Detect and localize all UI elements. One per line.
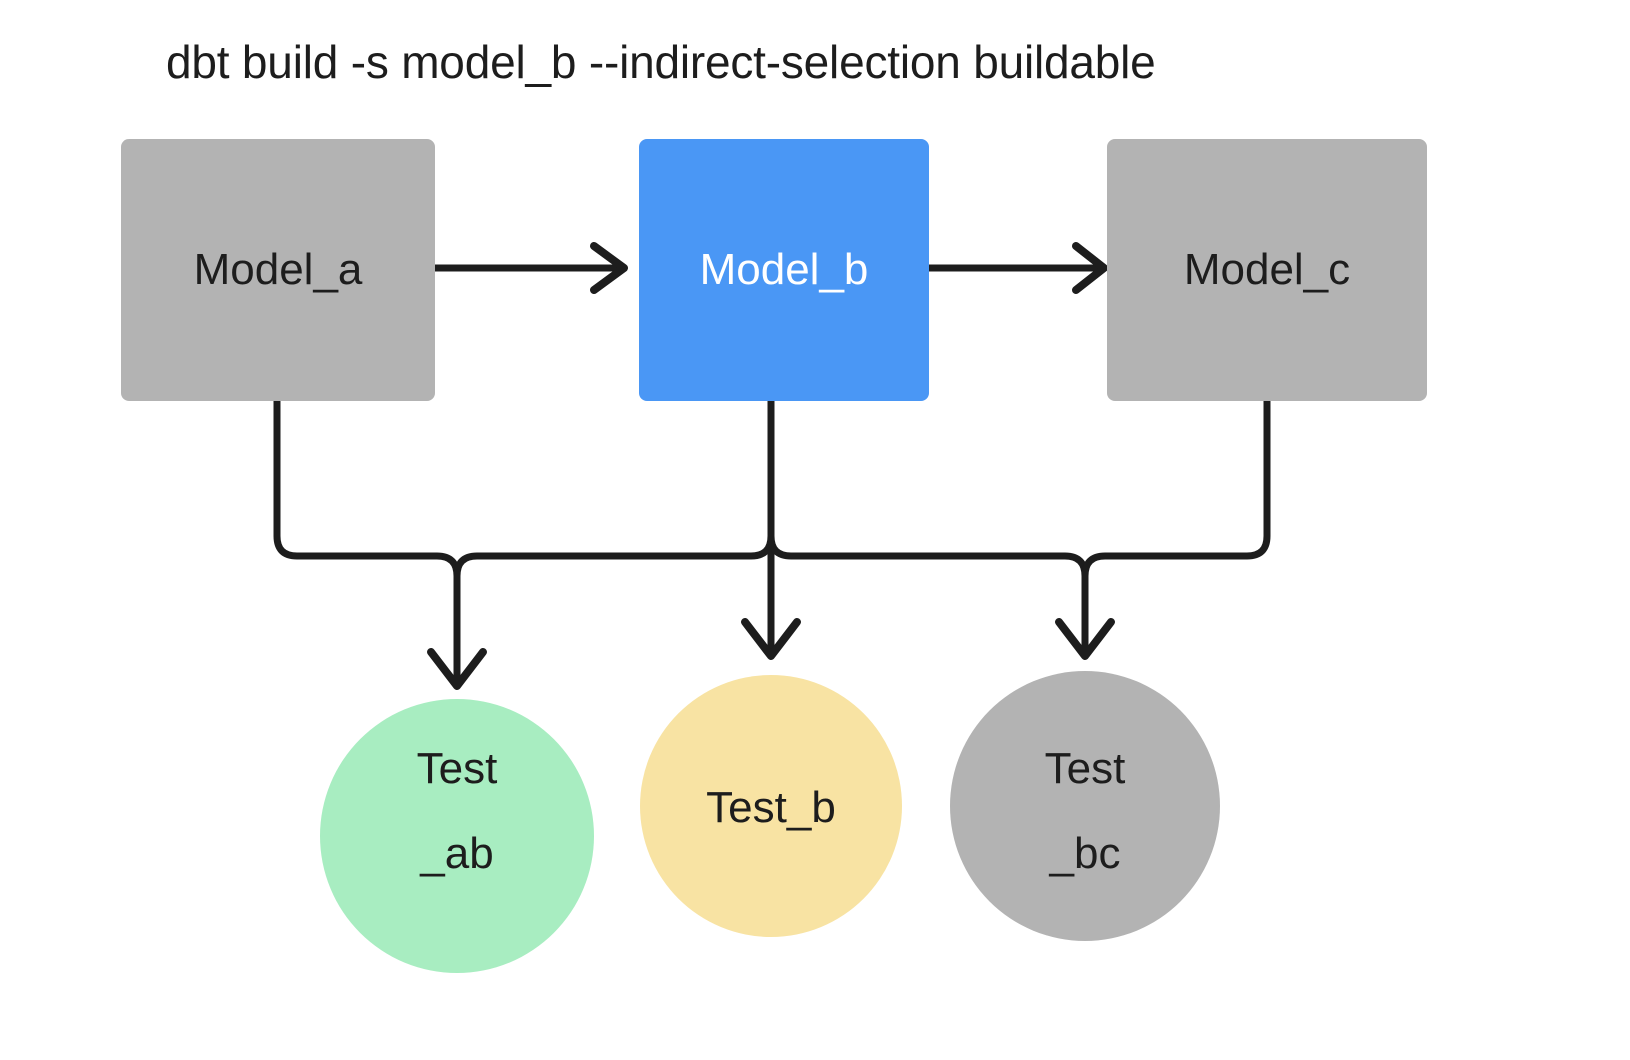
- edge-model_a-to-model_b: [431, 242, 628, 294]
- test_ab-label-line2: _ab: [419, 829, 493, 878]
- model_a-rect[interactable]: [121, 139, 435, 401]
- model_b-label: Model_b: [700, 245, 869, 294]
- test_ab-circle[interactable]: [320, 699, 594, 973]
- edge-model_c-to-test_bc: [1081, 397, 1271, 654]
- test_b-circle[interactable]: [640, 675, 902, 937]
- model_b-rect[interactable]: [639, 139, 929, 401]
- test_bc-label-line1: Test: [1045, 744, 1126, 793]
- model-node-model_a[interactable]: Model_a: [121, 139, 435, 401]
- edge-model_a-to-test_ab: [273, 397, 461, 684]
- model-node-model_b[interactable]: Model_b: [639, 139, 929, 401]
- model-node-model_c[interactable]: Model_c: [1107, 139, 1427, 401]
- test_bc-label-line2: _bc: [1049, 829, 1121, 878]
- model_c-rect[interactable]: [1107, 139, 1427, 401]
- arrowhead-test_ab: [427, 648, 487, 690]
- edge-model_b-to-test_ab: [453, 397, 775, 684]
- test-node-test_b[interactable]: Test_b: [640, 675, 902, 937]
- model_a-label: Model_a: [194, 245, 363, 294]
- page-title: dbt build -s model_b --indirect-selectio…: [166, 36, 1156, 88]
- test_b-label-line1: Test_b: [706, 783, 836, 832]
- test_bc-circle[interactable]: [950, 671, 1220, 941]
- edge-model_b-to-model_c: [925, 242, 1108, 294]
- test-node-test_bc[interactable]: Test _bc: [950, 671, 1220, 941]
- arrowhead-test_bc: [1055, 618, 1115, 660]
- model_c-label: Model_c: [1184, 245, 1350, 294]
- test-node-test_ab[interactable]: Test _ab: [320, 699, 594, 973]
- test_ab-label-line1: Test: [417, 744, 498, 793]
- edge-layer: [273, 242, 1271, 690]
- edge-model_b-to-test_bc: [767, 397, 1089, 654]
